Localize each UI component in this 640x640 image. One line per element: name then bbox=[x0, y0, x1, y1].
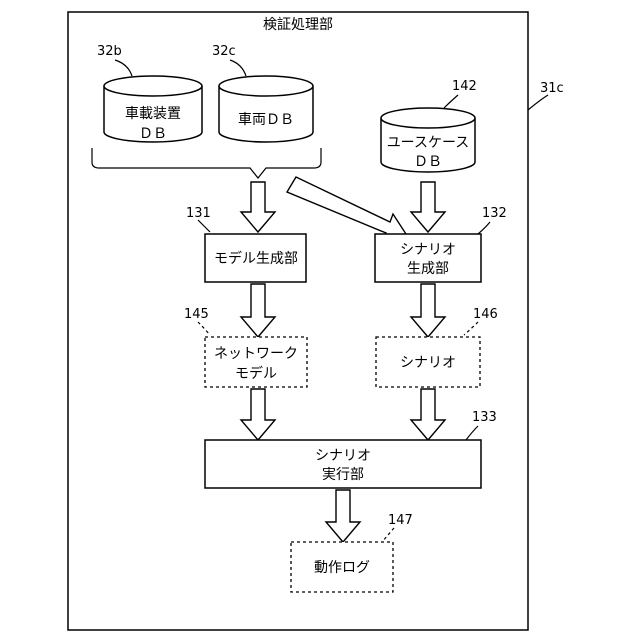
network-model-label-2: モデル bbox=[235, 365, 277, 382]
scenario-generator-block: シナリオ 生成部 bbox=[375, 234, 481, 282]
network-model-block: ネットワーク モデル bbox=[205, 337, 307, 387]
ref-145-label: 145 bbox=[184, 307, 209, 322]
ref-32b-label: 32b bbox=[97, 44, 122, 59]
scenario-generator-label-1: シナリオ bbox=[400, 242, 456, 258]
vehicle-device-db-label-1: 車載装置 bbox=[125, 105, 181, 122]
ref-147-label: 147 bbox=[388, 513, 413, 528]
ref-31c-label: 31c bbox=[540, 81, 564, 96]
ref-132-label: 132 bbox=[482, 206, 507, 221]
usecase-db-label-2: ＤＢ bbox=[414, 154, 442, 170]
ref-133-label: 133 bbox=[472, 410, 497, 425]
operation-log-block: 動作ログ bbox=[291, 542, 393, 592]
verification-processor-title: 検証処理部 bbox=[263, 17, 333, 33]
ref-142-label: 142 bbox=[452, 79, 477, 94]
vehicle-db-label: 車両ＤＢ bbox=[238, 111, 294, 128]
ref-31c-leader bbox=[528, 95, 548, 110]
vehicle-device-db-label-2: ＤＢ bbox=[139, 126, 167, 142]
ref-32c-label: 32c bbox=[212, 44, 236, 59]
model-generator-block: モデル生成部 bbox=[205, 234, 306, 282]
ref-131-label: 131 bbox=[186, 206, 211, 221]
scenario-block: シナリオ bbox=[376, 337, 480, 387]
network-model-label-1: ネットワーク bbox=[214, 346, 298, 362]
usecase-db: ユースケース ＤＢ bbox=[381, 108, 475, 172]
model-generator-label: モデル生成部 bbox=[214, 250, 298, 267]
vehicle-db: 車両ＤＢ bbox=[219, 76, 313, 142]
vehicle-device-db: 車載装置 ＤＢ bbox=[104, 76, 202, 142]
scenario-generator-label-2: 生成部 bbox=[407, 261, 449, 277]
operation-log-label: 動作ログ bbox=[314, 560, 370, 576]
usecase-db-label-1: ユースケース bbox=[387, 135, 470, 151]
ref-146-label: 146 bbox=[473, 307, 498, 322]
scenario-executor-label-1: シナリオ bbox=[315, 448, 371, 464]
scenario-executor-block: シナリオ 実行部 bbox=[205, 440, 481, 488]
scenario-label: シナリオ bbox=[400, 355, 456, 371]
scenario-executor-label-2: 実行部 bbox=[322, 467, 364, 483]
